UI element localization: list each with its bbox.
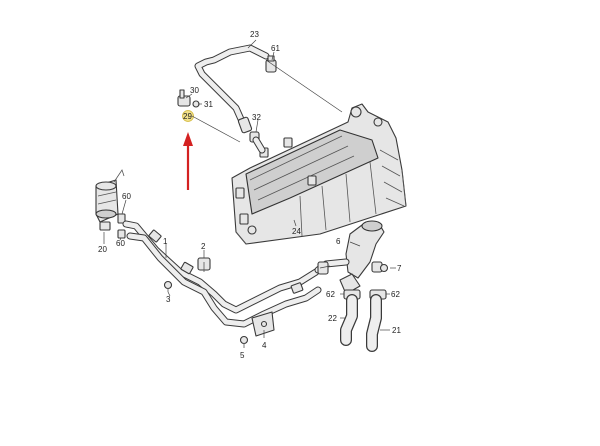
lower-coolant-pipes (122, 220, 322, 328)
highlight-29 (182, 110, 194, 122)
callout-62-right: 62 (391, 290, 400, 299)
callout-21: 21 (392, 326, 401, 335)
callout-32: 32 (252, 113, 261, 122)
callout-30: 30 (190, 86, 199, 95)
callout-20: 20 (98, 245, 107, 254)
callout-5: 5 (240, 351, 245, 360)
callout-24: 24 (292, 227, 301, 236)
callout-1: 1 (163, 237, 168, 246)
bolt-7 (379, 263, 389, 273)
hose-21 (366, 294, 382, 352)
callout-23: 23 (250, 30, 259, 39)
bolt-2 (197, 257, 211, 272)
callout-4: 4 (262, 341, 267, 350)
valve-29 (177, 89, 200, 122)
upper-coolant-pipe (194, 44, 270, 134)
callout-29: 29 (183, 112, 192, 121)
callout-6: 6 (336, 237, 341, 246)
clamp-60-lower (117, 229, 126, 239)
red-arrow (183, 132, 193, 190)
callout-60-upper: 60 (122, 192, 131, 201)
clamp-60-upper (117, 213, 126, 224)
coolant-reservoir (95, 169, 125, 231)
callout-31: 31 (204, 100, 213, 109)
leader-lines (103, 39, 396, 338)
callout-labels: 23 61 30 31 29 32 60 60 20 24 1 2 3 5 4 … (98, 30, 402, 360)
bolt-3 (163, 280, 173, 292)
bolt-5 (239, 335, 249, 348)
sensor-32 (249, 131, 266, 154)
callout-61: 61 (271, 44, 280, 53)
callout-60-lower: 60 (116, 239, 125, 248)
hose-clamp-61 (265, 55, 277, 73)
callout-22: 22 (328, 314, 337, 323)
callout-3: 3 (166, 295, 171, 304)
callout-62-left: 62 (326, 290, 335, 299)
callout-2: 2 (201, 242, 206, 251)
callout-7: 7 (397, 264, 402, 273)
bracket-4 (251, 311, 275, 337)
hose-22 (340, 294, 358, 346)
